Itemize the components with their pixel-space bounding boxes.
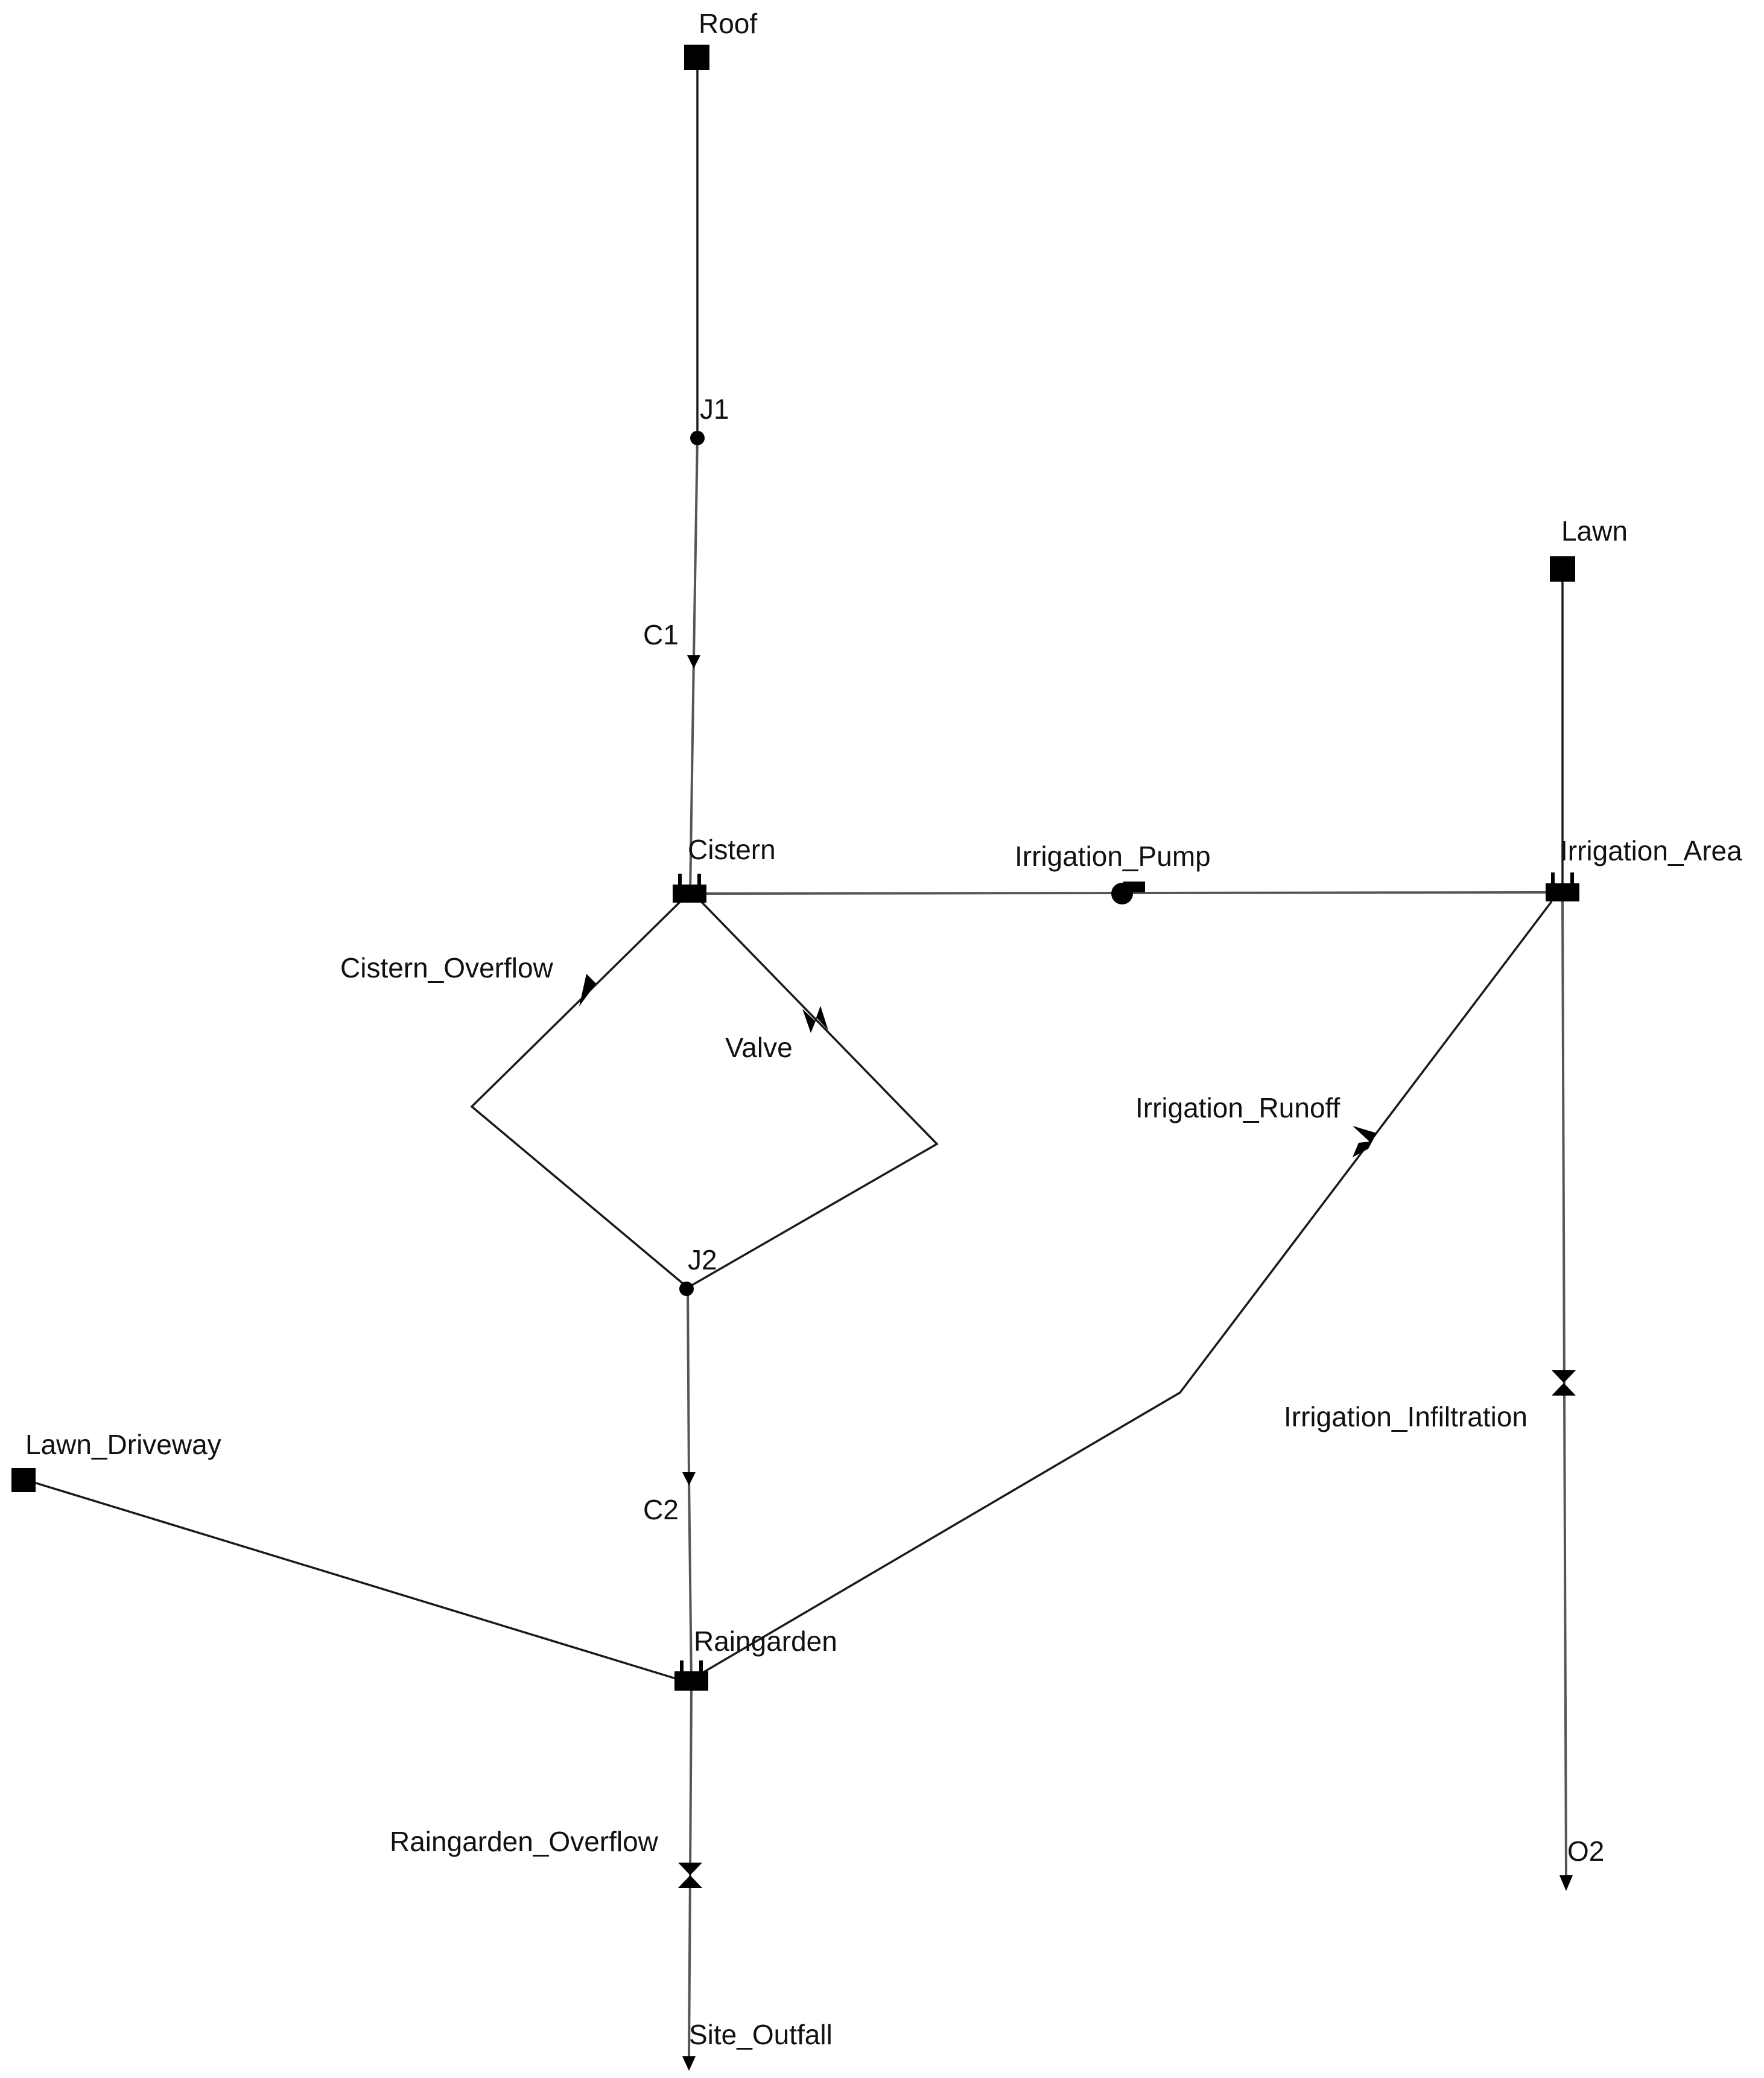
raingarden-label: Raingarden	[694, 1625, 837, 1657]
lawn-label: Lawn	[1561, 515, 1628, 547]
c2-label: C2	[643, 1494, 679, 1525]
j1-label: J1	[700, 393, 729, 425]
o2-label: O2	[1567, 1835, 1604, 1867]
irrigation-area-storage-icon[interactable]	[1546, 872, 1579, 901]
irrigation-runoff-link	[699, 900, 1553, 1676]
cistern-overflow-link	[470, 899, 689, 1289]
pump-icon[interactable]	[1111, 882, 1145, 904]
raingarden-overflow-label: Raingarden_Overflow	[390, 1826, 659, 1857]
roof-label: Roof	[699, 8, 757, 39]
j2-junction-icon[interactable]	[679, 1282, 694, 1296]
valve-link	[687, 899, 939, 1289]
irrigation-area-label: Irrigation_Area	[1560, 835, 1742, 866]
lawn-subcatchment-icon[interactable]	[1550, 556, 1575, 582]
c2-arrow-icon	[682, 1472, 696, 1485]
raingarden-storage-icon[interactable]	[674, 1660, 708, 1691]
site-outfall-arrow-icon	[682, 2056, 696, 2071]
o2-arrow-icon	[1559, 1875, 1573, 1891]
irrigation-infiltration-outlet-icon[interactable]	[1552, 1370, 1576, 1396]
valve-orifice-icon[interactable]	[802, 1006, 828, 1033]
c1-arrow-icon	[687, 655, 700, 669]
lawn-driveway-to-raingarden-link	[24, 1478, 682, 1682]
irrigation-infiltration-label: Irrigation_Infiltration	[1284, 1401, 1528, 1432]
cistern-overflow-arrow-icon	[579, 974, 596, 1006]
lawn-driveway-label: Lawn_Driveway	[25, 1429, 221, 1460]
lawn-driveway-subcatchment-icon[interactable]	[11, 1468, 36, 1492]
valve-label: Valve	[725, 1032, 793, 1063]
j2-label: J2	[688, 1244, 717, 1276]
cistern-storage-icon[interactable]	[673, 874, 706, 903]
irrigation-runoff-weir-icon[interactable]	[1353, 1126, 1377, 1157]
irrigation-pump-label: Irrigation_Pump	[1015, 840, 1211, 872]
cistern-overflow-label: Cistern_Overflow	[340, 952, 554, 983]
c1-label: C1	[643, 619, 679, 650]
cistern-label: Cistern	[688, 834, 776, 865]
site-outfall-label: Site_Outfall	[689, 2019, 833, 2050]
irrigation-runoff-label: Irrigation_Runoff	[1135, 1092, 1340, 1123]
roof-subcatchment-icon[interactable]	[684, 45, 709, 70]
conduit-c2	[687, 1287, 693, 1683]
raingarden-overflow-weir-icon[interactable]	[678, 1863, 702, 1888]
j1-junction-icon[interactable]	[690, 431, 705, 445]
